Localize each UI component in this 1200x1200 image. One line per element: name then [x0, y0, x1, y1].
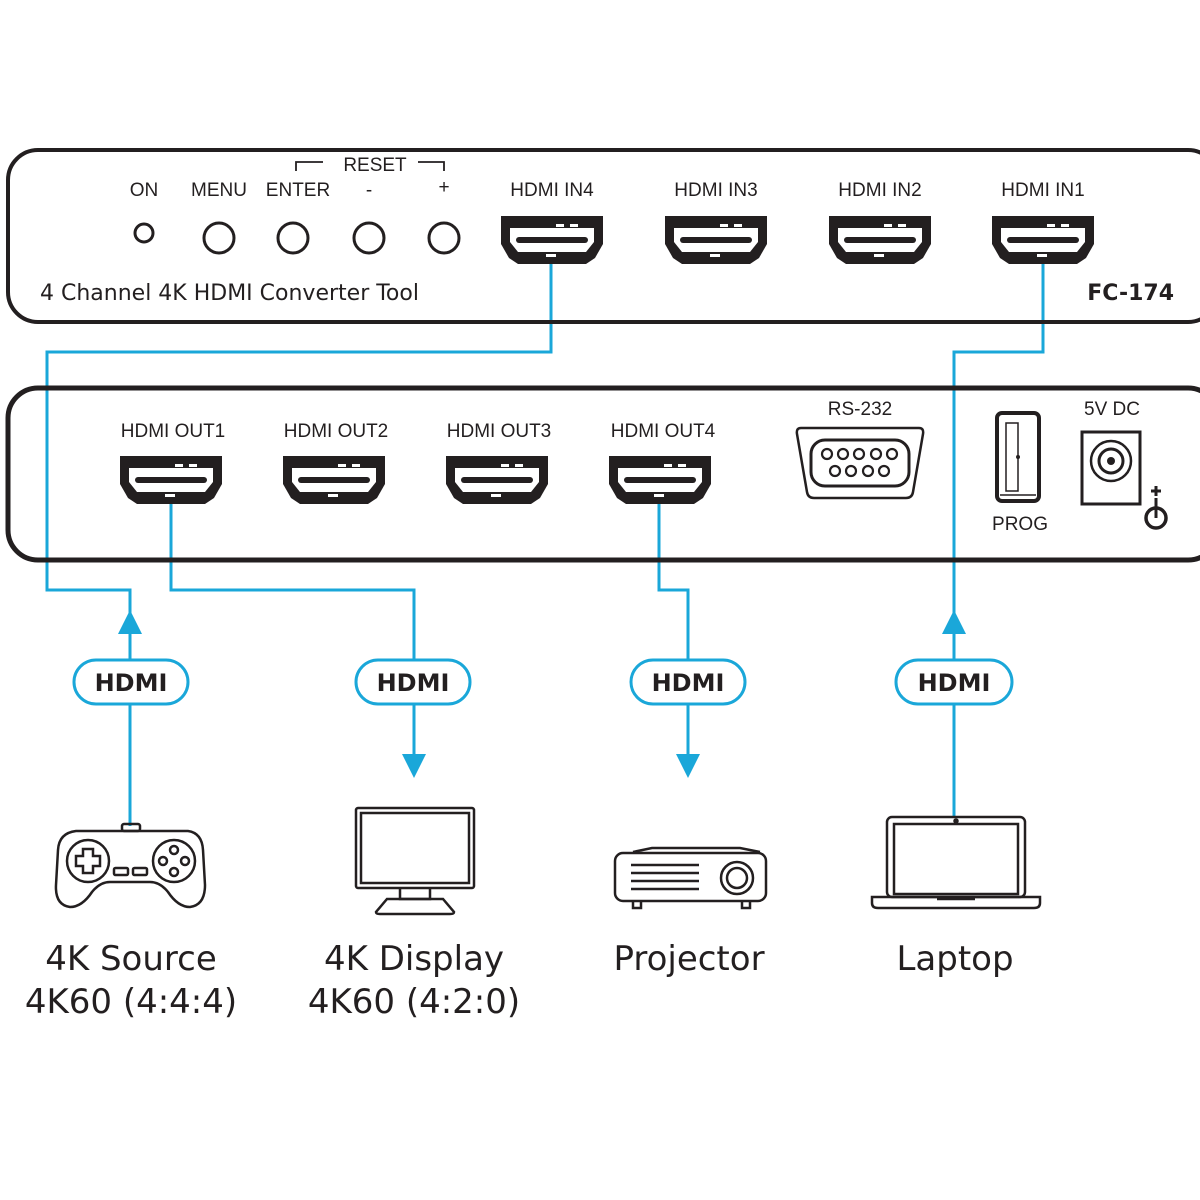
device-name-laptop: Laptop — [896, 939, 1013, 979]
plus-button[interactable] — [427, 221, 461, 255]
hdmi-port-icon — [501, 216, 603, 264]
hdmi-cable-label: HDMI — [918, 669, 991, 697]
hdmi-port-icon — [120, 456, 222, 504]
model-number: FC-174 — [1087, 281, 1174, 306]
front-panel: RESET ON MENU ENTER - + HDMI IN4 HDMI IN… — [6, 148, 1200, 324]
on-led-icon — [133, 222, 155, 244]
hdmi-in1-label: HDMI IN1 — [1001, 180, 1084, 201]
arrow-down-icon — [402, 754, 426, 778]
projector-icon — [613, 846, 768, 910]
enter-button[interactable] — [276, 221, 310, 255]
hdmi-out1-label: HDMI OUT1 — [121, 421, 226, 442]
hdmi-out3-label: HDMI OUT3 — [447, 421, 552, 442]
cable-out1-to-display — [169, 500, 416, 660]
hdmi-cable-label: HDMI — [652, 669, 725, 697]
hdmi-cable-pill — [629, 658, 747, 706]
reset-group-label: RESET — [343, 155, 407, 176]
hdmi-port-icon — [283, 456, 385, 504]
cable-out4-to-projector — [657, 500, 690, 660]
power-label: 5V DC — [1084, 399, 1140, 420]
menu-button[interactable] — [202, 221, 236, 255]
cable-source-to-in4 — [45, 262, 553, 660]
hdmi-port-icon — [609, 456, 711, 504]
hdmi-cable-label: HDMI — [95, 669, 168, 697]
laptop-icon — [870, 815, 1042, 910]
hdmi-cable-label: HDMI — [377, 669, 450, 697]
device-name-display: 4K Display — [324, 939, 504, 979]
hdmi-cable-pill — [354, 658, 472, 706]
cable-labels: HDMI HDMI HDMI HDMI — [72, 658, 1014, 706]
cables — [45, 262, 1045, 826]
hdmi-port-icon — [992, 216, 1094, 264]
hdmi-out4-label: HDMI OUT4 — [611, 421, 716, 442]
minus-button[interactable] — [352, 221, 386, 255]
arrow-down-icon — [676, 754, 700, 778]
hdmi-port-icon — [446, 456, 548, 504]
gamepad-icon — [54, 822, 207, 909]
device-name-source: 4K Source — [45, 939, 217, 979]
hdmi-cable-pill — [894, 658, 1014, 706]
enter-label: ENTER — [266, 180, 330, 201]
usb-prog-port-icon — [995, 411, 1041, 503]
cable-in1-to-laptop — [952, 262, 1045, 660]
hdmi-in4-label: HDMI IN4 — [510, 180, 594, 201]
rs232-port-icon — [795, 426, 925, 500]
device-detail-display: 4K60 (4:2:0) — [308, 982, 520, 1022]
minus-label: - — [366, 180, 372, 201]
product-title: 4 Channel 4K HDMI Converter Tool — [40, 281, 419, 306]
hdmi-in3-label: HDMI IN3 — [674, 180, 757, 201]
dc-power-jack-icon — [1080, 430, 1142, 506]
arrow-up-icon — [942, 610, 966, 634]
rear-panel: HDMI OUT1 HDMI OUT2 HDMI OUT3 HDMI OUT4 … — [5, 385, 1200, 563]
device-name-projector: Projector — [613, 939, 764, 979]
arrow-up-icon — [118, 610, 142, 634]
on-label: ON — [130, 180, 159, 201]
prog-label: PROG — [992, 514, 1048, 535]
center-positive-icon — [1144, 486, 1168, 530]
device-detail-source: 4K60 (4:4:4) — [25, 982, 237, 1022]
hdmi-out2-label: HDMI OUT2 — [284, 421, 389, 442]
hdmi-in2-label: HDMI IN2 — [838, 180, 921, 201]
hdmi-port-icon — [665, 216, 767, 264]
hdmi-cable-pill — [72, 658, 190, 706]
rs232-label: RS-232 — [828, 399, 892, 420]
hdmi-port-icon — [829, 216, 931, 264]
plus-label: + — [438, 177, 449, 198]
monitor-icon — [354, 806, 476, 916]
menu-label: MENU — [191, 180, 247, 201]
